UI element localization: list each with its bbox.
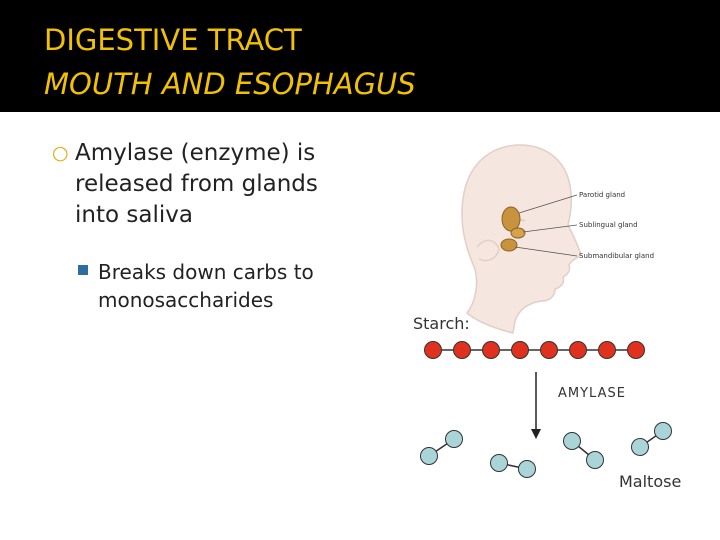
amylase-label: AMYLASE <box>558 386 626 401</box>
starch-bead <box>453 341 471 359</box>
bullet-sub-text: Breaks down carbs to monosaccharides <box>98 260 314 312</box>
amylase-figure: Parotid gland Sublingual gland Submandib… <box>405 135 705 500</box>
maltose-label: Maltose <box>619 472 681 491</box>
starch-bead <box>598 341 616 359</box>
maltose-bead <box>445 430 463 448</box>
slide-title: DIGESTIVE TRACT <box>44 23 302 57</box>
amylase-diagram: Parotid gland Sublingual gland Submandib… <box>413 144 681 491</box>
maltose-bead <box>631 438 649 456</box>
maltose-bead <box>654 422 672 440</box>
title-bar: DIGESTIVE TRACT MOUTH AND ESOPHAGUS <box>0 0 720 112</box>
slide-subtitle: MOUTH AND ESOPHAGUS <box>44 67 416 101</box>
maltose-bead <box>518 460 536 478</box>
arrow-down-icon <box>531 429 541 439</box>
head-illustration <box>461 144 582 334</box>
sublingual-leader-line <box>522 224 578 233</box>
hollow-circle-icon: ○ <box>52 142 69 164</box>
starch-bead <box>540 341 558 359</box>
maltose-bead <box>490 454 508 472</box>
maltose-bead <box>420 447 438 465</box>
starch-bead <box>569 341 587 359</box>
starch-label: Starch: <box>413 314 470 333</box>
square-icon <box>78 265 88 275</box>
submandibular-label: Submandibular gland <box>579 252 654 260</box>
starch-bead <box>511 341 529 359</box>
maltose-bead <box>563 432 581 450</box>
submandibular-gland-shape <box>500 238 518 252</box>
starch-bead <box>627 341 645 359</box>
parotid-gland-shape <box>501 206 521 232</box>
starch-bead <box>424 341 442 359</box>
starch-chain <box>424 341 645 359</box>
bullet-sub: Breaks down carbs to monosaccharides <box>78 258 368 314</box>
sublingual-gland-shape <box>510 227 526 239</box>
bullet-main-text: Amylase (enzyme) is released from glands… <box>75 140 318 228</box>
submandibular-leader-line <box>514 246 578 257</box>
parotid-label: Parotid gland <box>579 191 625 199</box>
maltose-bead <box>586 451 604 469</box>
sublingual-label: Sublingual gland <box>579 221 638 229</box>
bullet-main: ○ Amylase (enzyme) is released from glan… <box>52 138 362 231</box>
starch-bead <box>482 341 500 359</box>
maltose-pairs <box>420 422 672 478</box>
parotid-leader-line <box>518 194 578 214</box>
